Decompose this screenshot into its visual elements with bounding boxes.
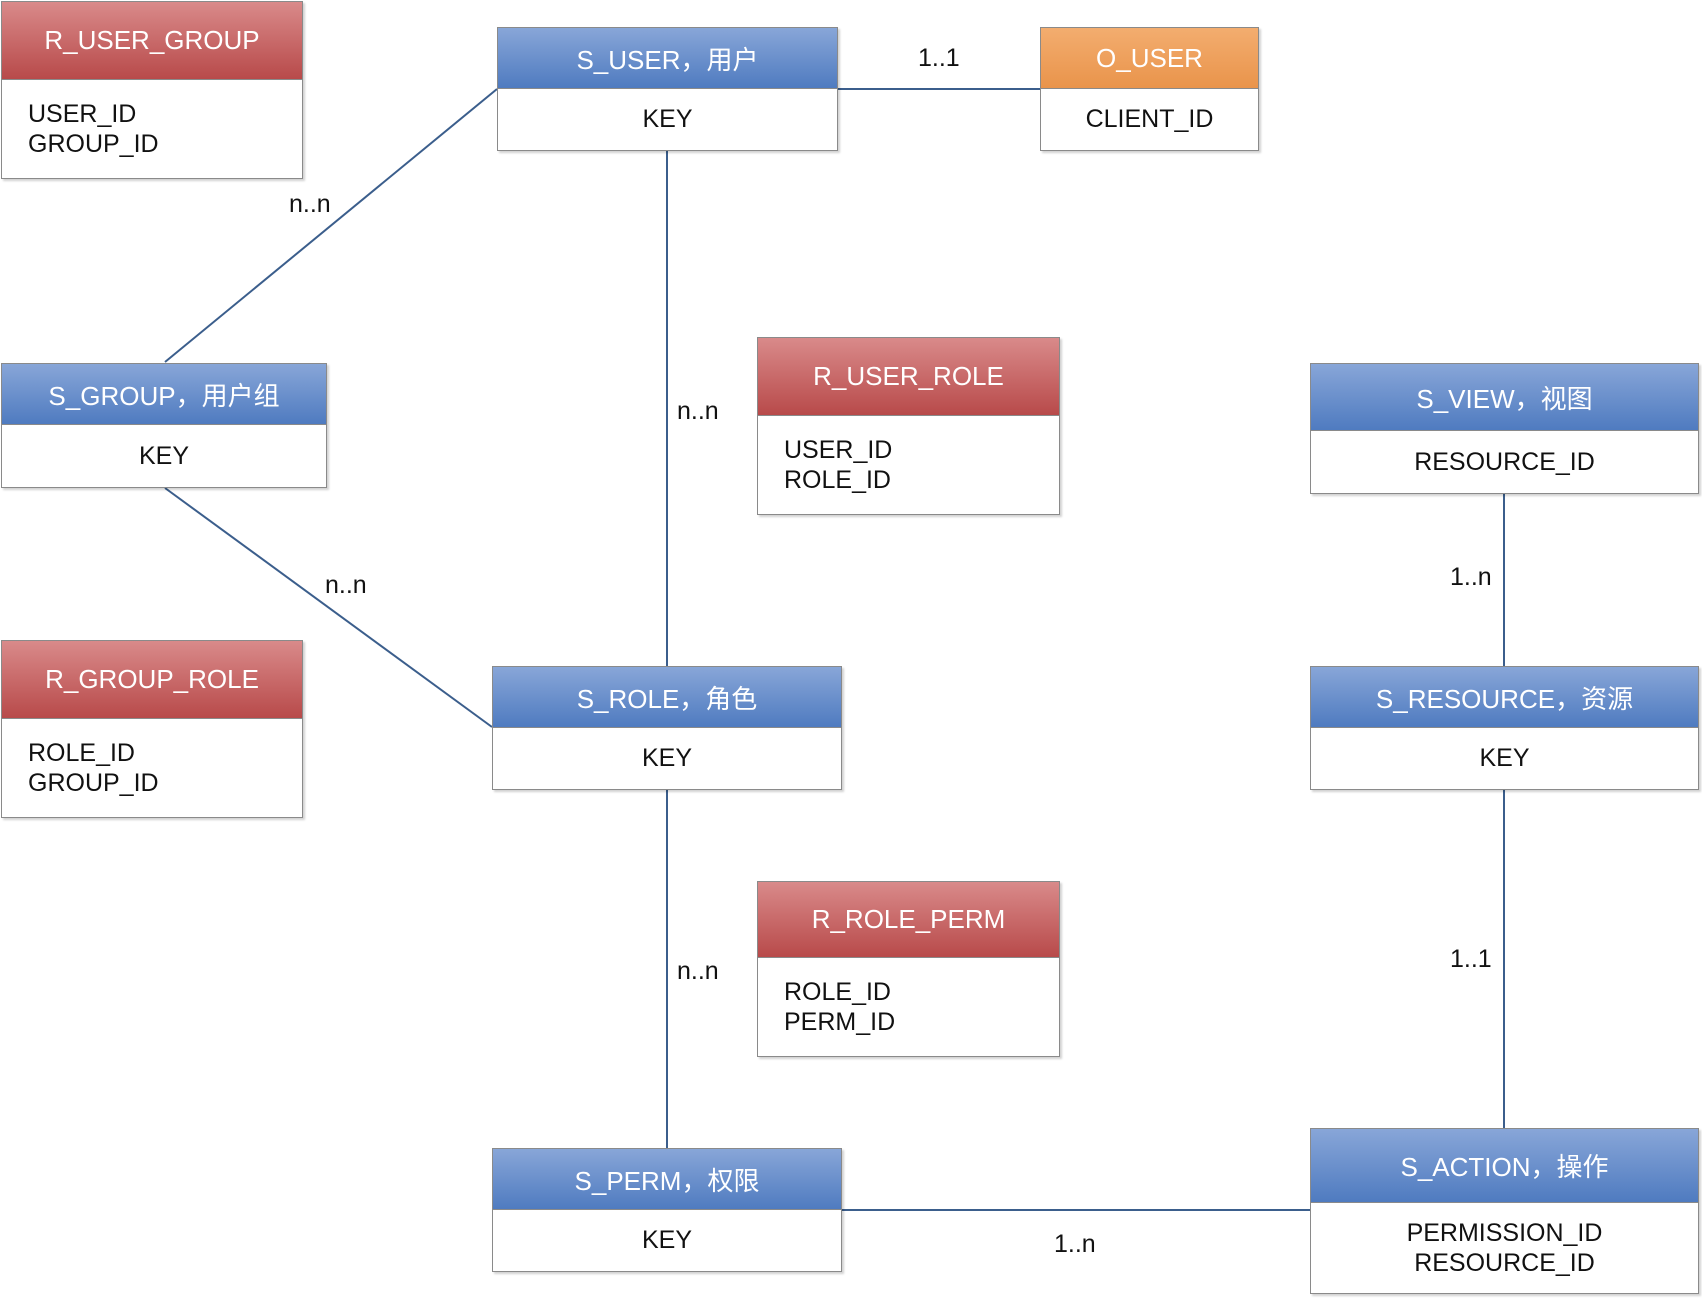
cardinality-resource-action: 1..1 bbox=[1450, 945, 1492, 973]
field-user-id: USER_ID bbox=[784, 436, 893, 464]
field-resource-id: RESOURCE_ID bbox=[1414, 1249, 1595, 1277]
s-user-table[interactable]: S_USER，用户 KEY bbox=[497, 27, 838, 151]
connector-user-group bbox=[164, 88, 498, 363]
field-permission-id: PERMISSION_ID bbox=[1406, 1219, 1603, 1247]
r-role-perm-table[interactable]: R_ROLE_PERM ROLE_ID PERM_ID bbox=[757, 881, 1060, 1057]
s-perm-fields: KEY bbox=[493, 1210, 841, 1271]
r-user-role-fields: USER_ID ROLE_ID bbox=[758, 416, 1059, 514]
r-group-role-table[interactable]: R_GROUP_ROLE ROLE_ID GROUP_ID bbox=[1, 640, 303, 818]
field-group-id: GROUP_ID bbox=[28, 130, 159, 158]
r-group-role-header: R_GROUP_ROLE bbox=[2, 641, 302, 719]
s-action-header: S_ACTION，操作 bbox=[1311, 1129, 1698, 1203]
s-resource-fields: KEY bbox=[1311, 728, 1698, 789]
r-user-group-table[interactable]: R_USER_GROUP USER_ID GROUP_ID bbox=[1, 1, 303, 179]
r-user-group-fields: USER_ID GROUP_ID bbox=[2, 80, 302, 178]
s-action-table[interactable]: S_ACTION，操作 PERMISSION_ID RESOURCE_ID bbox=[1310, 1128, 1699, 1294]
cardinality-group-role: n..n bbox=[325, 571, 367, 599]
cardinality-role-perm: n..n bbox=[677, 957, 719, 985]
cardinality-perm-action: 1..n bbox=[1054, 1230, 1096, 1258]
s-perm-table[interactable]: S_PERM，权限 KEY bbox=[492, 1148, 842, 1272]
field-key: KEY bbox=[1479, 744, 1530, 772]
s-user-fields: KEY bbox=[498, 89, 837, 150]
o-user-header: O_USER bbox=[1041, 28, 1258, 89]
s-resource-table[interactable]: S_RESOURCE，资源 KEY bbox=[1310, 666, 1699, 790]
s-group-fields: KEY bbox=[2, 425, 326, 487]
field-user-id: USER_ID bbox=[28, 100, 137, 128]
s-group-header: S_GROUP，用户组 bbox=[2, 364, 326, 425]
s-role-header: S_ROLE，角色 bbox=[493, 667, 841, 728]
field-role-id: ROLE_ID bbox=[784, 978, 891, 1006]
r-user-group-header: R_USER_GROUP bbox=[2, 2, 302, 80]
cardinality-user-ouser: 1..1 bbox=[918, 44, 960, 72]
r-role-perm-header: R_ROLE_PERM bbox=[758, 882, 1059, 958]
o-user-table[interactable]: O_USER CLIENT_ID bbox=[1040, 27, 1259, 151]
cardinality-view-resource: 1..n bbox=[1450, 563, 1492, 591]
s-perm-header: S_PERM，权限 bbox=[493, 1149, 841, 1210]
field-role-id: ROLE_ID bbox=[28, 739, 135, 767]
s-role-table[interactable]: S_ROLE，角色 KEY bbox=[492, 666, 842, 790]
r-user-role-header: R_USER_ROLE bbox=[758, 338, 1059, 416]
field-key: KEY bbox=[641, 1226, 693, 1254]
s-user-header: S_USER，用户 bbox=[498, 28, 837, 89]
field-group-id: GROUP_ID bbox=[28, 769, 159, 797]
field-key: KEY bbox=[641, 744, 693, 772]
s-view-fields: RESOURCE_ID bbox=[1311, 431, 1698, 493]
r-group-role-fields: ROLE_ID GROUP_ID bbox=[2, 719, 302, 817]
field-resource-id: RESOURCE_ID bbox=[1414, 447, 1595, 476]
s-group-table[interactable]: S_GROUP，用户组 KEY bbox=[1, 363, 327, 488]
field-role-id: ROLE_ID bbox=[784, 466, 891, 494]
s-role-fields: KEY bbox=[493, 728, 841, 789]
s-resource-header: S_RESOURCE，资源 bbox=[1311, 667, 1698, 728]
cardinality-user-role: n..n bbox=[677, 397, 719, 425]
field-perm-id: PERM_ID bbox=[784, 1008, 896, 1036]
r-role-perm-fields: ROLE_ID PERM_ID bbox=[758, 958, 1059, 1056]
field-client-id: CLIENT_ID bbox=[1085, 105, 1214, 133]
s-view-header: S_VIEW，视图 bbox=[1311, 364, 1698, 431]
field-key: KEY bbox=[642, 105, 693, 133]
field-key: KEY bbox=[138, 441, 190, 470]
r-user-role-table[interactable]: R_USER_ROLE USER_ID ROLE_ID bbox=[757, 337, 1060, 515]
connector-group-role bbox=[164, 487, 493, 728]
s-view-table[interactable]: S_VIEW，视图 RESOURCE_ID bbox=[1310, 363, 1699, 494]
cardinality-user-group: n..n bbox=[289, 190, 331, 218]
s-action-fields: PERMISSION_ID RESOURCE_ID bbox=[1311, 1203, 1698, 1293]
o-user-fields: CLIENT_ID bbox=[1041, 89, 1258, 150]
